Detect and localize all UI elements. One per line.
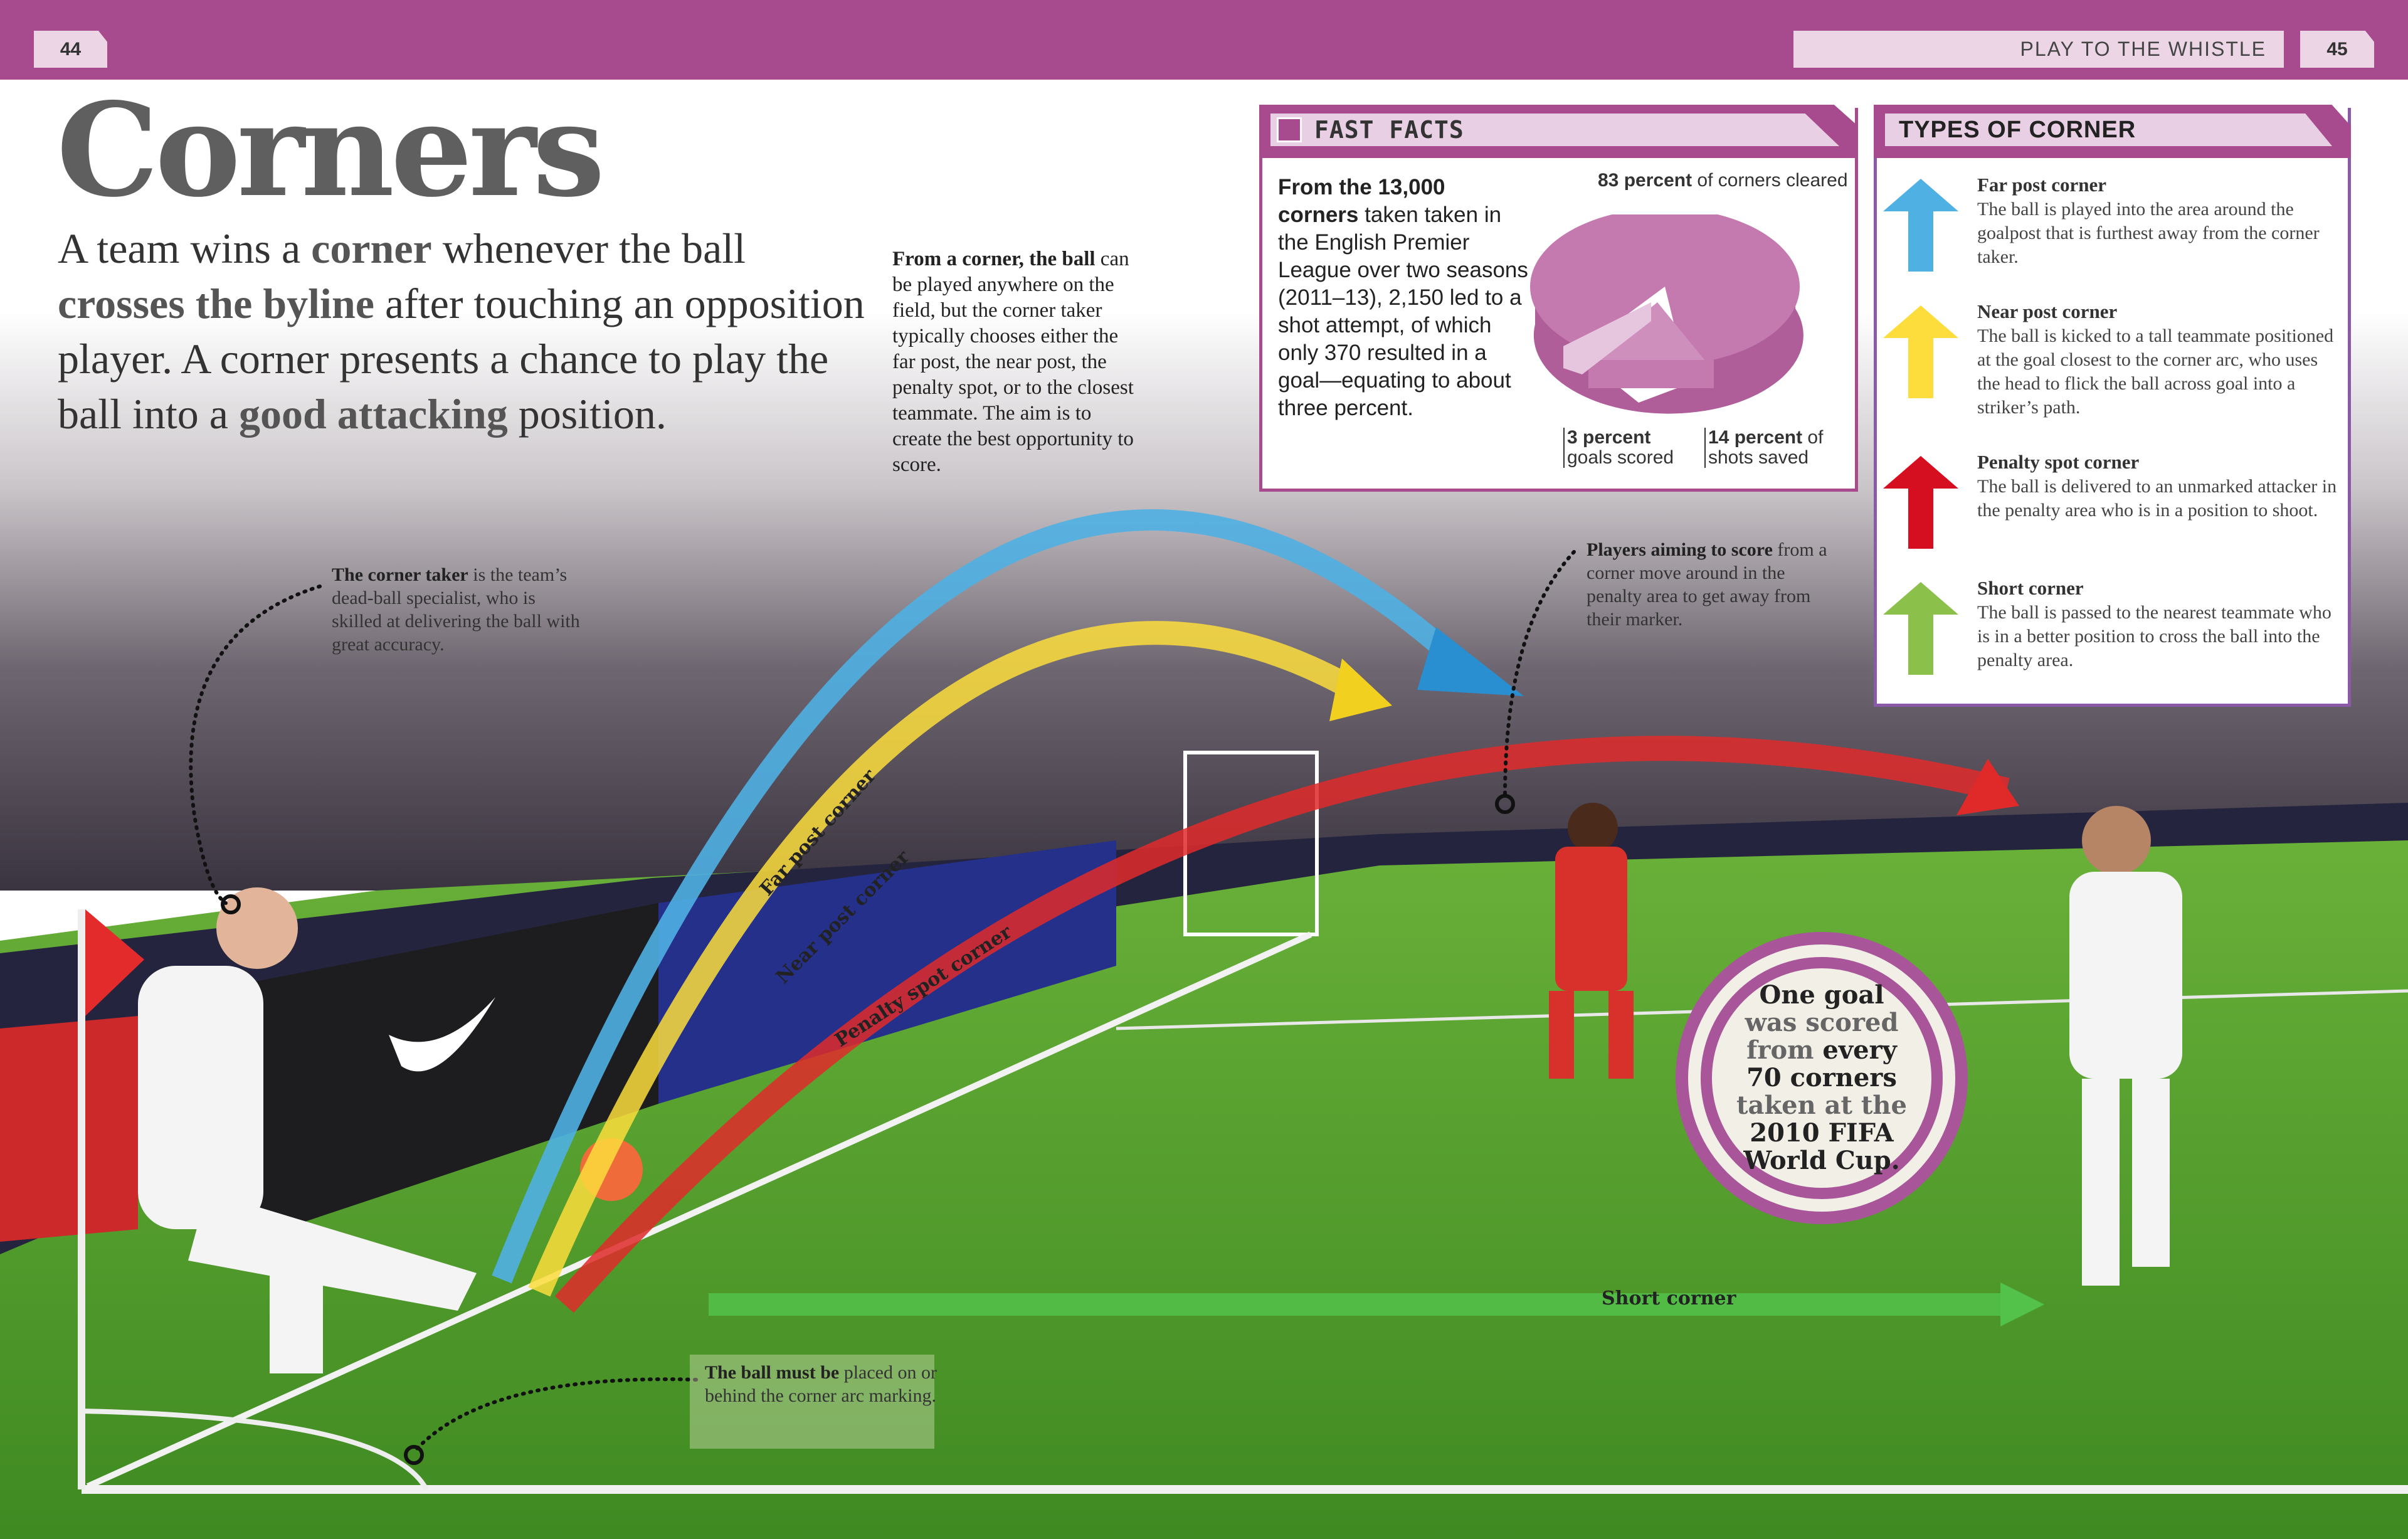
short-corner-arrowhead [2000,1282,2044,1326]
blue-arrow-icon [1883,179,1958,272]
pie-slice-goals [1563,302,1651,374]
running-head: PLAY TO THE WHISTLE [1793,31,2284,68]
annotation-ball-placement: The ball must be placed on or behind the… [705,1362,937,1406]
penalty-spot-arrowhead [1956,759,2019,815]
short-corner-label: Short corner [1602,1288,1737,1309]
penalty-spot-arrow [555,736,2010,1313]
attacking-player-right [2069,806,2182,1286]
types-heading: TYPES OF CORNER [1885,114,2332,146]
middle-text: From a corner, the ball can be played an… [892,248,1134,476]
fast-facts-heading: FAST FACTS [1314,116,1464,144]
page-number-left: 44 [34,31,107,68]
red-arrow-icon [1883,456,1958,549]
fast-facts-panel: FAST FACTS From the 13,000 corners taken… [1259,105,1858,492]
pie-chart [1530,214,1803,414]
label-goals: 3 percent goals scored [1563,428,1695,468]
page-title: Corners [56,75,605,226]
far-post-arrow [492,509,1469,1284]
yellow-arrow-icon [1883,305,1958,398]
near-post-arrowhead [1329,658,1392,721]
chart-icon [1277,117,1302,142]
annotation-players: Players aiming to score from a corner mo… [1587,539,1827,630]
label-cleared: 83 percent of corners cleared [1598,170,1848,191]
page-number-right: 45 [2300,31,2374,68]
defending-player [1549,803,1634,1079]
pie-slice-saved [1588,302,1714,379]
intro-text: A team wins a corner whenever the ball c… [58,225,865,438]
green-arrow-icon [1883,582,1958,675]
stat-circle: One goal was scored from every 70 corner… [1676,932,1968,1224]
annotation-corner-taker: The corner taker is the team’s dead-ball… [332,564,580,655]
fast-facts-text: From the 13,000 corners taken taken in t… [1278,175,1528,420]
near-post-arrow [528,621,1361,1297]
label-saved: 14 percent of shots saved [1704,428,1849,468]
far-post-arrowhead [1417,627,1524,696]
